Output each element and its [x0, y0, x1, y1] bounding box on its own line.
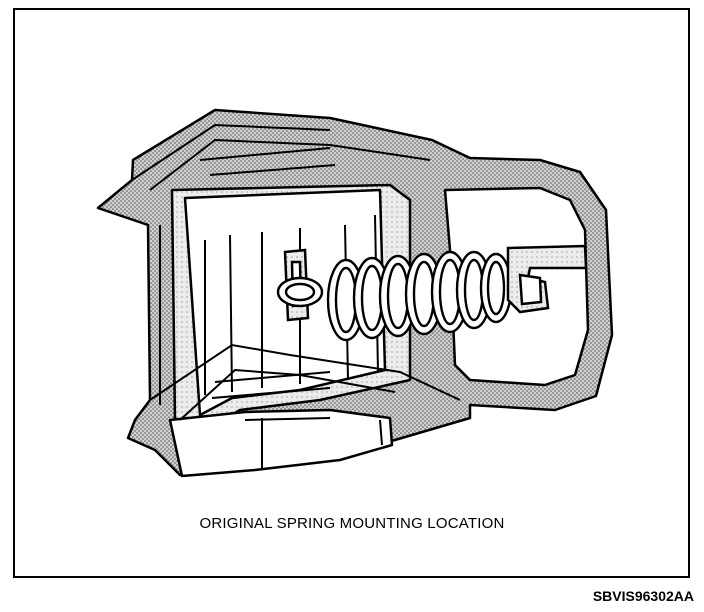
coil-spring	[276, 250, 513, 342]
spring-hook-arm	[506, 244, 588, 314]
figure-caption: ORIGINAL SPRING MOUNTING LOCATION	[199, 515, 505, 532]
figure-id-label: SBVIS96302AA	[592, 588, 694, 604]
